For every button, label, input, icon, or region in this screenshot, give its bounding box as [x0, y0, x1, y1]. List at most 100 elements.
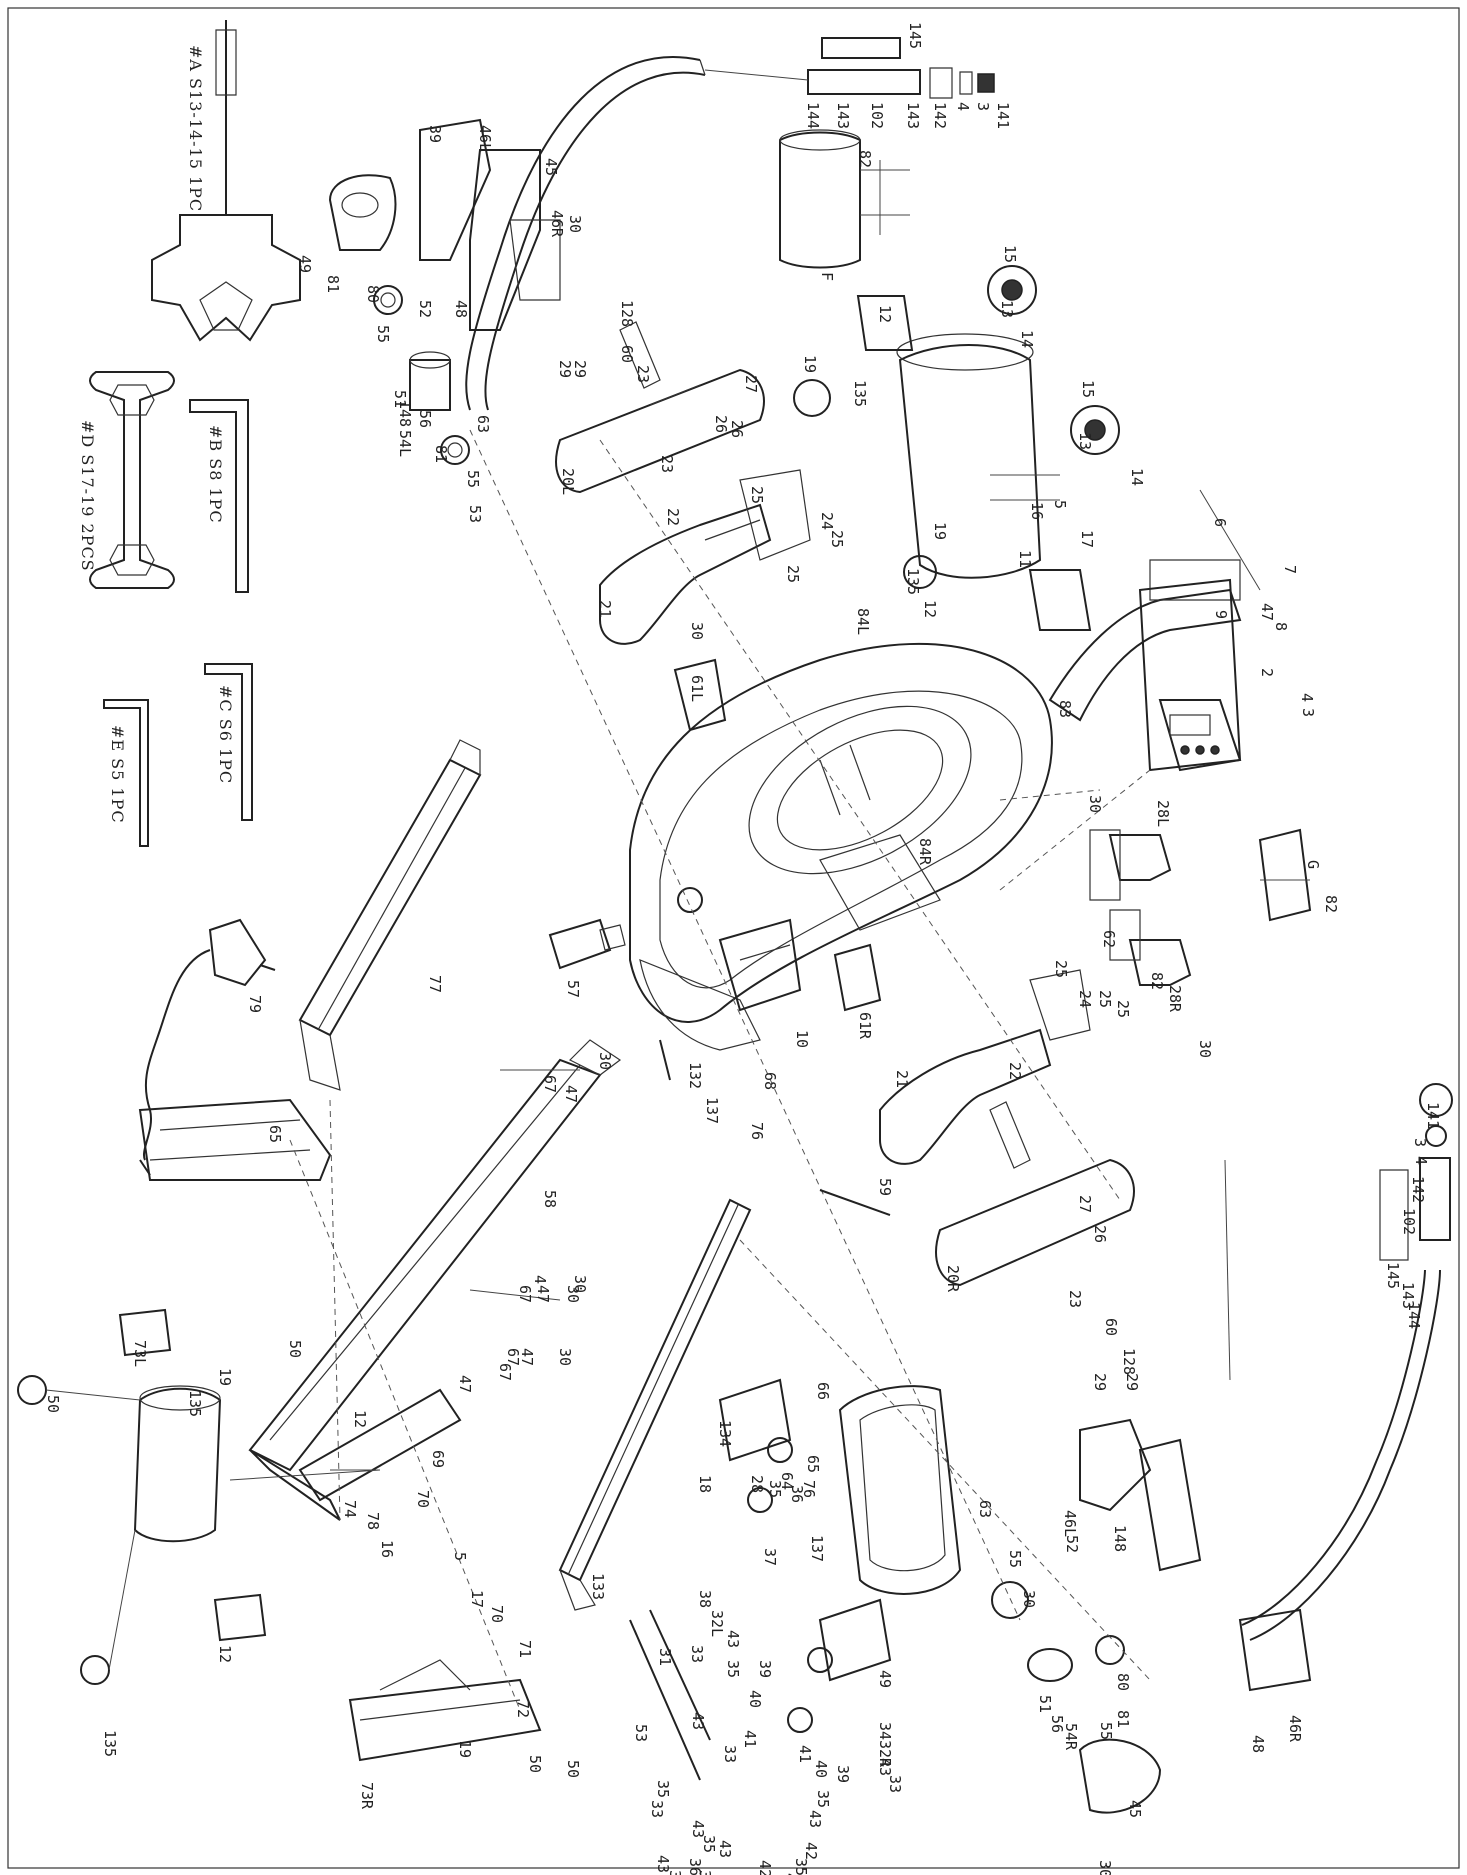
part-number-label: 30	[688, 622, 706, 640]
part-number-label: 84L	[854, 608, 872, 635]
part-number-label: 33	[886, 1775, 904, 1793]
part-number-label: 67	[516, 1285, 534, 1303]
part-number-label: 71	[516, 1640, 534, 1658]
part-number-label: 73R	[358, 1782, 376, 1810]
part-number-label: 65	[804, 1455, 822, 1473]
part-number-label: 25	[1114, 1000, 1132, 1018]
part-number-label: G	[1304, 860, 1322, 869]
part-number-label: 5	[451, 1552, 469, 1561]
part-number-label: 2	[1258, 668, 1276, 677]
part-number-label: 23	[658, 455, 676, 473]
part-number-label: 19	[456, 1740, 474, 1758]
part-number-label: 145	[1384, 1262, 1402, 1289]
part-number-label: 14	[1128, 468, 1146, 486]
axis-line	[329, 1099, 341, 1521]
part-number-label: 32L	[708, 1610, 726, 1637]
part-number-label: 47	[456, 1375, 474, 1393]
part-number-label: 15	[1079, 380, 1097, 398]
part-number-label: 46R	[1286, 1715, 1304, 1743]
part-number-label: 33	[721, 1745, 739, 1763]
part-number-label: 43	[806, 1810, 824, 1828]
part-number-label: 135	[186, 1390, 204, 1417]
part-number-label: 42	[802, 1842, 820, 1860]
part-number-label: 76	[748, 1122, 766, 1140]
part-number-label: 50	[564, 1760, 582, 1778]
part-number-label: 53	[632, 1724, 650, 1742]
part-number-label: 25	[828, 530, 846, 548]
part-number-label: 55	[1097, 1722, 1115, 1740]
part-number-label: 83	[1056, 700, 1074, 718]
part-number-label: 42	[756, 1860, 774, 1875]
part-number-label: 28	[748, 1475, 766, 1493]
part-number-label: 11	[1016, 550, 1034, 568]
part-number-label: 135	[851, 380, 869, 407]
block-g	[1258, 828, 1312, 922]
part-number-label: 82	[1322, 895, 1340, 913]
part-number-label: 40	[812, 1760, 830, 1778]
part-number-label: 49	[876, 1670, 894, 1688]
part-number-label: 148	[1111, 1525, 1129, 1552]
part-number-label: 28R	[1166, 985, 1184, 1013]
axis-line	[289, 1139, 521, 1711]
cover-73l	[138, 1098, 332, 1181]
part-number-label: 82	[856, 150, 874, 168]
end-plate	[548, 918, 626, 970]
part-number-label: 55	[1006, 1550, 1024, 1568]
carriage-32l	[718, 1378, 793, 1513]
part-number-label: 29	[571, 360, 589, 378]
carriage-32r	[787, 1598, 892, 1733]
part-number-label: 17	[1078, 530, 1096, 548]
part-number-label: 141	[994, 102, 1012, 129]
part-number-label: 30	[596, 1052, 614, 1070]
part-number-label: 137	[808, 1535, 826, 1562]
tool-label: #D S17-19 2PCS	[78, 420, 97, 572]
tool-label: #C S6 1PC	[216, 685, 235, 784]
part-number-label: 35	[666, 1870, 684, 1875]
part-number-label: 50	[526, 1755, 544, 1773]
part-number-label: 32R	[876, 1740, 894, 1768]
part-number-label: 46R	[548, 210, 566, 238]
part-number-label: 61L	[688, 675, 706, 702]
part-number-label: 3	[1411, 1138, 1429, 1147]
part-number-label: 63	[474, 415, 492, 433]
part-number-label: 49	[296, 255, 314, 273]
part-number-label: 48	[452, 300, 470, 318]
main-shroud	[629, 642, 1053, 1051]
rear-stabilizer-tube	[793, 265, 1120, 631]
part-number-label: 69	[429, 1450, 447, 1468]
tool-label: #E S5 1PC	[108, 725, 127, 824]
main-frame	[248, 1039, 622, 1521]
part-number-label: 30	[1086, 795, 1104, 813]
part-number-label: 5	[1051, 500, 1069, 509]
part-number-label: 30	[564, 1285, 582, 1303]
cover-73r	[348, 1659, 542, 1762]
part-number-label: 24	[818, 512, 836, 530]
part-number-label: 12	[351, 1410, 369, 1428]
part-number-label: 35	[654, 1780, 672, 1798]
part-number-label: 48	[1249, 1735, 1267, 1753]
part-number-label: 4	[1412, 1156, 1430, 1165]
part-number-label: 26	[1091, 1225, 1109, 1243]
part-number-label: 12	[921, 600, 939, 618]
part-number-label: 3	[974, 102, 992, 111]
part-number-label: 35	[724, 1660, 742, 1678]
seat-cushion	[838, 1385, 962, 1595]
part-number-label: 52	[1063, 1535, 1081, 1553]
part-number-label: 59	[876, 1178, 894, 1196]
part-number-label: 17	[468, 1590, 486, 1608]
part-number-label: 80	[364, 285, 382, 303]
part-number-label: 22	[1006, 1062, 1024, 1080]
part-number-label: 4	[954, 102, 972, 111]
pedal-left	[555, 321, 765, 494]
part-number-label: 60	[618, 345, 636, 363]
part-number-label: 52	[416, 300, 434, 318]
bracket-28l	[1089, 829, 1172, 901]
part-number-label: 56	[416, 410, 434, 428]
part-number-label: 67	[496, 1363, 514, 1381]
part-number-label: 27	[742, 375, 760, 393]
part-number-label: 143	[834, 102, 852, 129]
part-number-label: 148	[396, 400, 414, 427]
part-number-label: 43	[689, 1712, 707, 1730]
